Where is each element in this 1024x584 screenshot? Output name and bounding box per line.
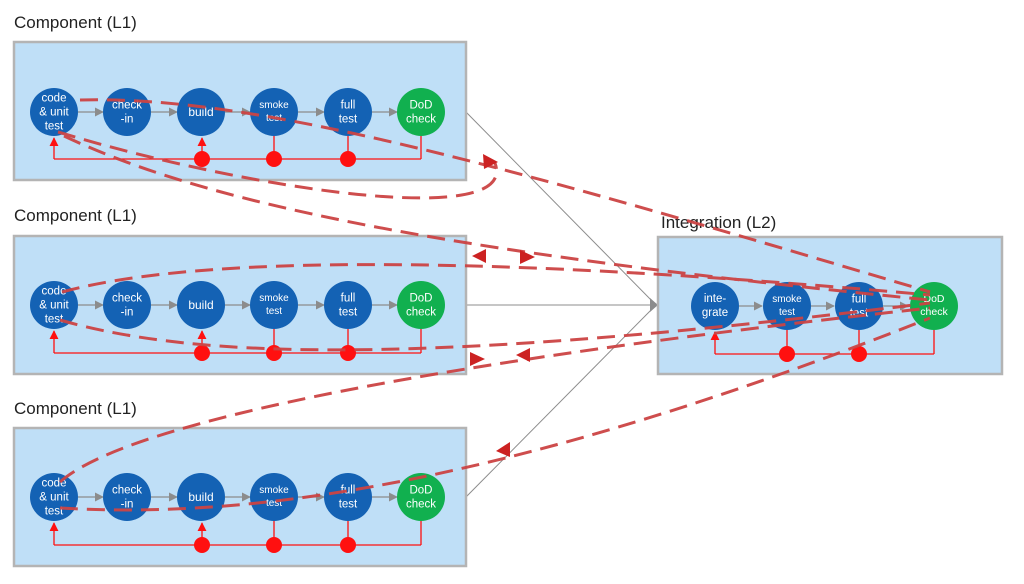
stage-label: test [779,307,795,318]
dashed-arrowhead [520,250,535,264]
stage-label: smoke [772,294,802,305]
dashed-path-mid-upper [61,263,931,297]
stage-label: check [112,293,142,305]
stage-code-unit-test-2[interactable]: code & unit test [30,281,78,329]
stage-full-test-2[interactable]: full test [324,281,372,329]
stage-label: smoke [259,293,289,304]
stage-label: check [112,100,142,112]
dashed-arrowhead [516,348,530,362]
stage-label: test [266,306,282,317]
integration-panel: Integration (L2) inte- grate smoke test [656,213,1004,376]
stage-label: test [339,307,358,319]
stage-label: & unit [39,107,69,119]
stage-label: full [852,294,867,306]
stage-label: DoD [409,293,432,305]
dashed-arrowhead [483,154,498,169]
stage-label: full [341,485,356,497]
stage-label: test [266,498,282,509]
stage-label: smoke [259,485,289,496]
gate-dot [194,151,210,167]
dashed-flow-paths [57,98,931,512]
dashed-path-top-long [63,134,931,302]
stage-smoke-test-2[interactable]: smoke test [250,281,298,329]
stage-full-test-1[interactable]: full test [324,88,372,136]
stage-dod-check-integration[interactable]: DoD check [910,282,958,330]
stage-check-in-3[interactable]: check -in [103,473,151,521]
stage-label: & unit [39,492,69,504]
stage-label: -in [121,499,134,511]
gate-dot [779,346,795,362]
stage-label: check [920,306,948,318]
stage-label: -in [121,307,134,319]
stage-label: full [341,293,356,305]
stage-code-unit-test-3[interactable]: code & unit test [30,473,78,521]
dashed-arrowhead [472,249,486,263]
stage-build-3[interactable]: build [177,473,225,521]
component-panel-3: Component (L1) code & unit test [12,399,468,568]
gate-dot [340,537,356,553]
dashed-arrowhead [496,442,510,457]
stage-label: full [341,100,356,112]
stage-smoke-test-3[interactable]: smoke test [250,473,298,521]
stage-check-in-2[interactable]: check -in [103,281,151,329]
gate-dot [851,346,867,362]
stage-full-test-3[interactable]: full test [324,473,372,521]
stage-label: -in [121,114,134,126]
stage-label: test [45,314,64,326]
stage-label: DoD [409,100,432,112]
stage-label: build [188,105,213,119]
stage-integrate[interactable]: inte- grate [691,282,739,330]
group-label-2: Component (L1) [14,206,137,225]
stage-label: test [339,114,358,126]
dashed-arrowheads [470,154,535,457]
component-panel-1: Component (L1) code & unit test [12,13,468,182]
stage-build-1[interactable]: build [177,88,225,136]
gate-dot [194,345,210,361]
gate-dot [266,151,282,167]
gate-dot [266,537,282,553]
stage-label: code [42,93,67,105]
component-panel-2: Component (L1) code & unit test [12,206,468,376]
stage-label: grate [702,307,728,319]
stage-label: DoD [409,485,432,497]
converge-line-3 [465,304,657,498]
dashed-path-bottom-lower [59,316,931,512]
group-label-integration: Integration (L2) [661,213,776,232]
dashed-path-mid-lower [59,301,931,352]
gate-dot [194,537,210,553]
stage-dod-check-3[interactable]: DoD check [397,473,445,521]
stage-smoke-test-1[interactable]: smoke test [250,88,298,136]
gate-dot [340,151,356,167]
stage-label: check [406,307,436,319]
stage-label: check [112,485,142,497]
dashed-path-bottom-upper [59,306,931,484]
stage-label: test [45,121,64,133]
stage-label: code [42,286,67,298]
converge-arrowhead [650,298,658,312]
stage-label: smoke [259,100,289,111]
converging-lines [465,111,658,498]
converge-line-1 [465,111,657,306]
dashed-path-top-return [57,130,499,200]
stage-dod-check-1[interactable]: DoD check [397,88,445,136]
stage-dod-check-2[interactable]: DoD check [397,281,445,329]
gate-dot [340,345,356,361]
dashed-path-top-to-dod [79,98,931,294]
stage-label: test [339,499,358,511]
stage-check-in-1[interactable]: check -in [103,88,151,136]
stage-label: & unit [39,300,69,312]
group-label-1: Component (L1) [14,13,137,32]
stage-label: check [406,114,436,126]
stage-label: build [188,490,213,504]
stage-label: check [406,499,436,511]
stage-build-2[interactable]: build [177,281,225,329]
stage-label: test [45,506,64,518]
stage-code-unit-test-1[interactable]: code & unit test [30,88,78,136]
stage-label: build [188,298,213,312]
group-label-3: Component (L1) [14,399,137,418]
stage-label: inte- [704,293,727,305]
dashed-arrowhead [470,352,485,366]
